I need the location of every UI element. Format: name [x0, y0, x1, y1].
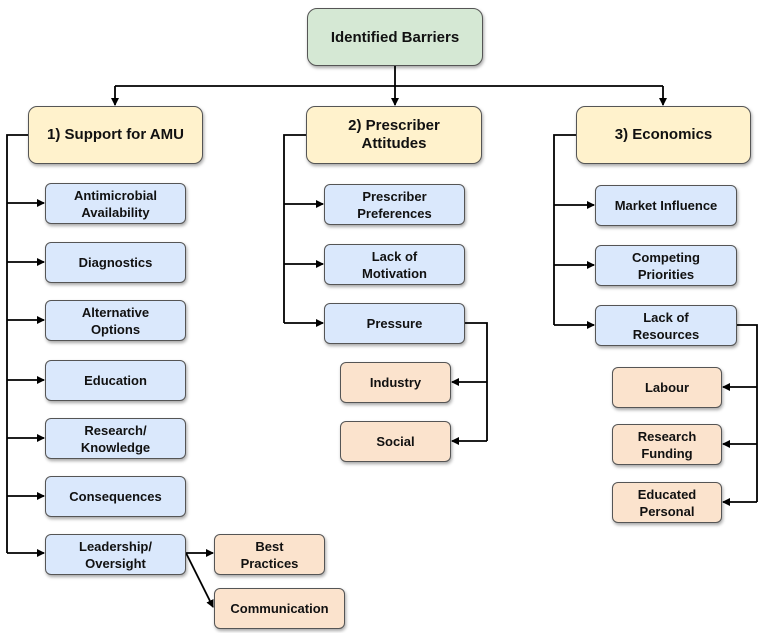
- item-consequences: Consequences: [45, 476, 186, 517]
- prescriber-spine-line: [283, 134, 306, 323]
- item-research-knowledge: Research/ Knowledge: [45, 418, 186, 459]
- sub-best-practices: Best Practices: [214, 534, 325, 575]
- support-spine-line: [6, 134, 28, 553]
- root-identified-barriers: Identified Barriers: [307, 8, 483, 66]
- sub-communication: Communication: [214, 588, 345, 629]
- item-competing-priorities: Competing Priorities: [595, 245, 737, 286]
- sub-labour: Labour: [612, 367, 722, 408]
- item-lack-of-resources: Lack of Resources: [595, 305, 737, 346]
- category-economics: 3) Economics: [576, 106, 751, 164]
- item-education: Education: [45, 360, 186, 401]
- item-antimicrobial-availability: Antimicrobial Availability: [45, 183, 186, 224]
- sub-social: Social: [340, 421, 451, 462]
- item-leadership-oversight: Leadership/ Oversight: [45, 534, 186, 575]
- leadership-to-communication-arrow: [185, 552, 214, 608]
- item-pressure: Pressure: [324, 303, 465, 344]
- item-lack-of-motivation: Lack of Motivation: [324, 244, 465, 285]
- category-prescriber-attitudes: 2) Prescriber Attitudes: [306, 106, 482, 164]
- item-prescriber-preferences: Prescriber Preferences: [324, 184, 465, 225]
- item-alternative-options: Alternative Options: [45, 300, 186, 341]
- category-support-for-amu: 1) Support for AMU: [28, 106, 203, 164]
- economics-spine-line: [553, 134, 576, 325]
- item-market-influence: Market Influence: [595, 185, 737, 226]
- sub-educated-personal: Educated Personal: [612, 482, 722, 523]
- sub-industry: Industry: [340, 362, 451, 403]
- sub-research-funding: Research Funding: [612, 424, 722, 465]
- item-diagnostics: Diagnostics: [45, 242, 186, 283]
- resources-spine-line: [737, 324, 758, 502]
- pressure-spine-line: [465, 322, 488, 441]
